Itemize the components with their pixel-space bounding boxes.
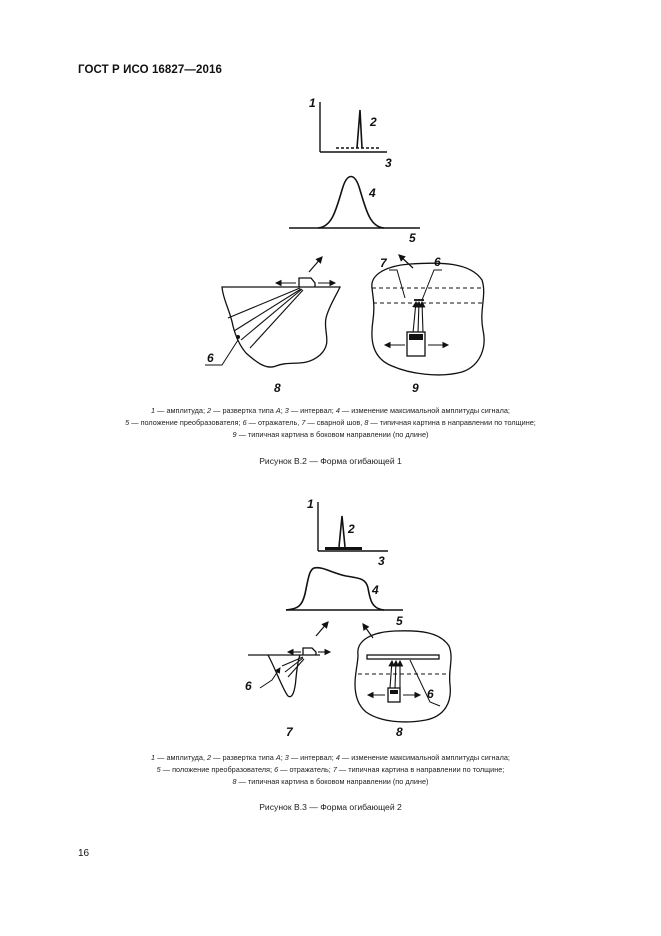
ascan-peak bbox=[356, 109, 363, 149]
legend-line: 8 — типичная картина в боковом направлен… bbox=[232, 777, 429, 786]
label-3: 3 bbox=[385, 156, 392, 170]
figure-b3-title: Рисунок В.3 — Форма огибающей 2 bbox=[259, 802, 402, 812]
label-7: 7 bbox=[380, 256, 388, 270]
figure-b3-diagram: 1 2 3 4 5 6 7 6 8 bbox=[245, 497, 452, 739]
label-2: 2 bbox=[369, 115, 377, 129]
lateral-section bbox=[371, 262, 485, 376]
figure-b3: 1 2 3 4 5 6 7 6 8 bbox=[0, 480, 661, 820]
label-5: 5 bbox=[396, 614, 403, 628]
ascan-peak bbox=[338, 515, 346, 548]
arrow-up-left bbox=[315, 621, 329, 637]
label-8: 8 bbox=[274, 381, 281, 395]
legend-line: 5 — положение преобразователя; 6 — отраж… bbox=[156, 765, 505, 774]
arrow-up-left bbox=[308, 256, 323, 273]
reflector-dot bbox=[236, 335, 240, 339]
label-2: 2 bbox=[347, 522, 355, 536]
figure-b2-title: Рисунок В.2 — Форма огибающей 1 bbox=[259, 456, 402, 466]
ascan-interval bbox=[325, 547, 362, 550]
envelope-curve bbox=[317, 175, 385, 229]
legend-line: 5 — положение преобразователя; 6 — отраж… bbox=[125, 418, 536, 427]
label-4: 4 bbox=[368, 186, 376, 200]
label-7: 7 bbox=[286, 725, 294, 739]
label-6-left: 6 bbox=[207, 351, 214, 365]
label-5: 5 bbox=[409, 231, 416, 245]
label-1: 1 bbox=[309, 96, 316, 110]
label-9: 9 bbox=[412, 381, 419, 395]
label-6-left: 6 bbox=[245, 679, 252, 693]
figure-b2-legend: 1 — амплитуда; 2 — развертка типа A; 3 —… bbox=[60, 405, 601, 441]
reflector-lateral bbox=[366, 654, 440, 660]
figure-b2: 1 2 3 4 5 6 8 7 bbox=[60, 96, 601, 466]
label-8: 8 bbox=[396, 725, 403, 739]
document-header: ГОСТ Р ИСО 16827—2016 bbox=[78, 64, 223, 76]
probe-thickness bbox=[302, 647, 317, 655]
thickness-section bbox=[267, 654, 301, 698]
arrow-up-right bbox=[398, 254, 414, 269]
label-6-right: 6 bbox=[434, 255, 441, 269]
page-number: 16 bbox=[78, 848, 90, 859]
thickness-section bbox=[221, 286, 342, 368]
lateral-section bbox=[354, 630, 452, 723]
label-1: 1 bbox=[307, 497, 314, 511]
label-3: 3 bbox=[378, 554, 385, 568]
legend-line: 9 — типичная картина в боковом направлен… bbox=[232, 430, 429, 439]
legend-line: 1 — амплитуда, 2 — развертка типа A; 3 —… bbox=[151, 753, 510, 762]
envelope-curve bbox=[285, 566, 385, 611]
figure-b2-diagram: 1 2 3 4 5 6 8 7 bbox=[205, 96, 485, 395]
figure-b3-legend: 1 — амплитуда, 2 — развертка типа A; 3 —… bbox=[60, 752, 601, 788]
label-4: 4 bbox=[371, 583, 379, 597]
probe-thickness bbox=[298, 277, 316, 287]
legend-line: 1 — амплитуда; 2 — развертка типа A; 3 —… bbox=[151, 406, 510, 415]
label-6-right: 6 bbox=[427, 687, 434, 701]
